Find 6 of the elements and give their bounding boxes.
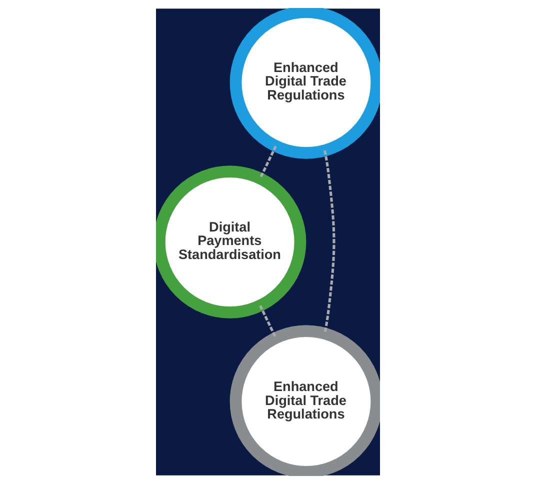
node-circle: Enhanced Digital Trade Regulations (229, 325, 380, 476)
node-circle: Enhanced Digital Trade Regulations (229, 8, 380, 159)
connector (258, 146, 276, 179)
node-circle: Digital Payments Standardisation (156, 166, 306, 318)
connector (323, 150, 335, 334)
connector (258, 305, 276, 338)
